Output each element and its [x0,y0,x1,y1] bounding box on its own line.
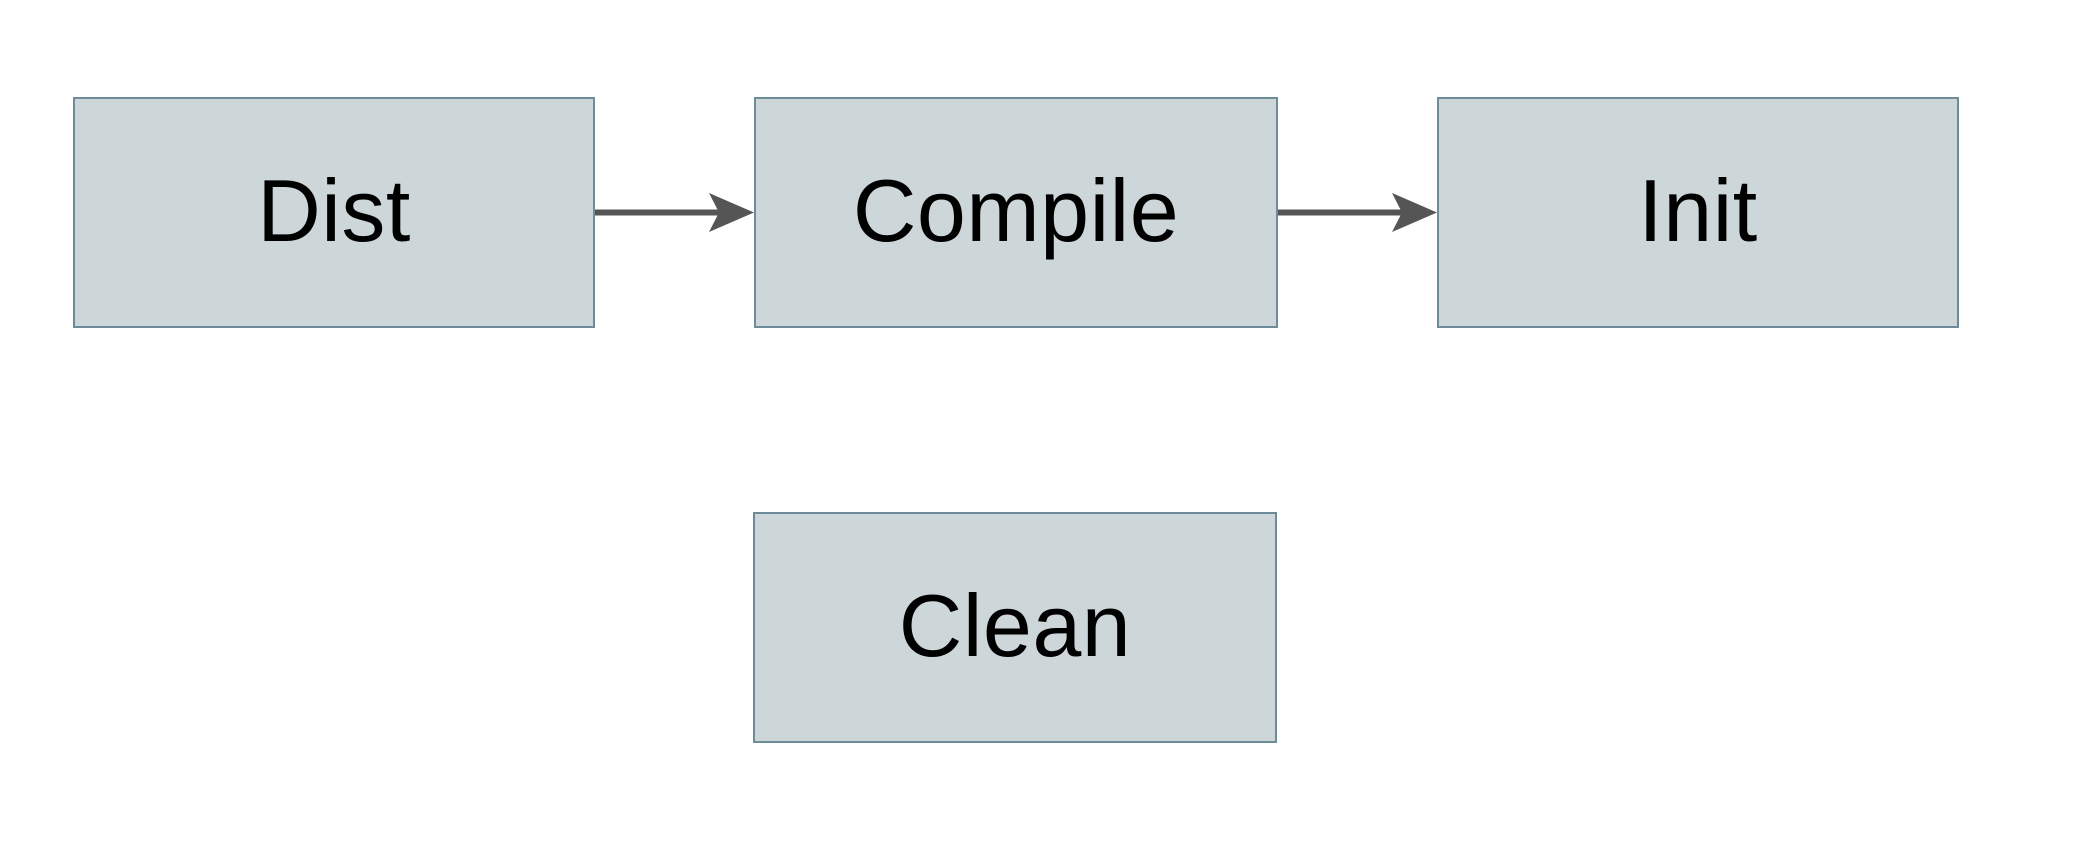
node-clean-label: Clean [898,575,1132,675]
edge-dist-to-compile [595,190,755,236]
barbed-arrow-icon [709,193,754,232]
node-init-label: Init [1638,160,1758,260]
node-compile[interactable]: Compile [754,97,1278,328]
node-compile-label: Compile [852,160,1180,260]
node-dist-label: Dist [257,160,411,260]
barbed-arrow-icon [1392,193,1437,232]
node-init[interactable]: Init [1437,97,1959,328]
node-clean[interactable]: Clean [753,512,1277,743]
node-dist[interactable]: Dist [73,97,595,328]
edge-compile-to-init [1278,190,1438,236]
